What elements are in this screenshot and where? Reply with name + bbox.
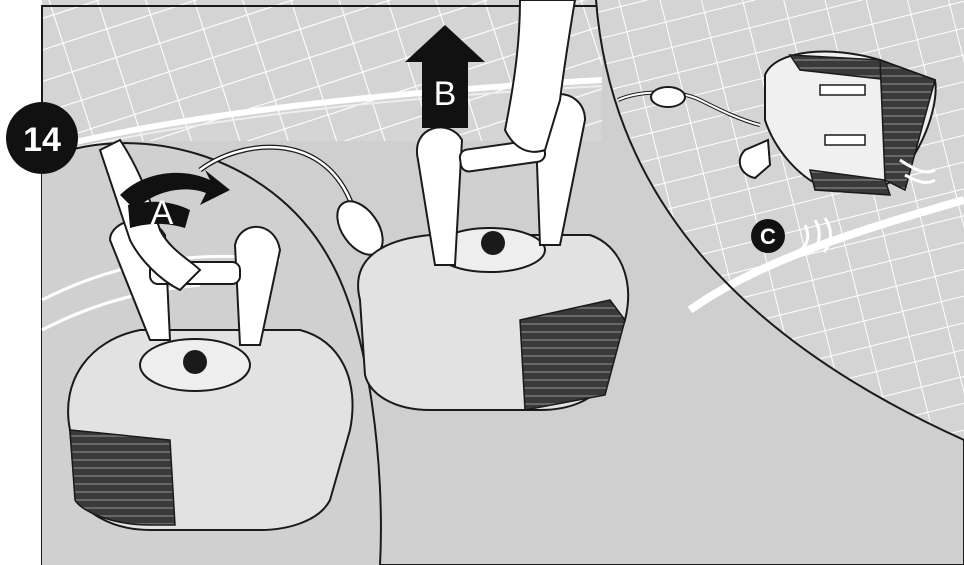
cable-float-c bbox=[650, 86, 686, 108]
panel-c-border bbox=[595, 0, 964, 441]
panel-14-border bbox=[41, 142, 382, 565]
movement-lines-icon bbox=[799, 158, 936, 254]
label-b: B bbox=[434, 75, 457, 113]
step-badge-icon: 14 bbox=[6, 102, 78, 174]
lift-arrow-icon: B bbox=[405, 25, 485, 128]
robot-wall bbox=[617, 50, 937, 254]
robot-left bbox=[67, 138, 354, 531]
label-c: C bbox=[760, 224, 776, 249]
robot-left-track bbox=[69, 429, 176, 526]
rotate-arrow-icon: A bbox=[120, 170, 230, 232]
hand-center bbox=[503, 0, 577, 153]
robot-wall-track bbox=[879, 58, 936, 192]
label-a: A bbox=[151, 194, 174, 232]
label-c-badge: C bbox=[751, 219, 785, 253]
step-number: 14 bbox=[23, 121, 61, 159]
robot-center-track bbox=[519, 299, 626, 411]
